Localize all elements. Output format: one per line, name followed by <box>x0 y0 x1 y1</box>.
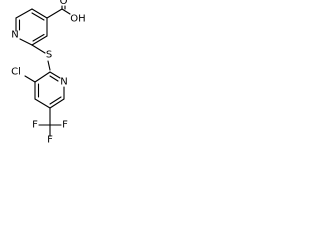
chemical-structure-diagram: O OH N S N Cl F F F <box>11 0 86 146</box>
bond-c2-sulfur <box>31 44 46 54</box>
bond-c2-c3 <box>31 35 48 46</box>
bond-c2prime-n1prime <box>49 71 61 79</box>
double-bond-c2-c3 <box>32 33 45 42</box>
double-bond-c6prime-c5prime <box>49 96 62 105</box>
carboxyl-hydroxyl-label: OH <box>70 14 85 25</box>
bond-c5-c6 <box>15 8 33 19</box>
lower-pyridine-ring: N <box>34 71 68 109</box>
chlorine-label: Cl <box>11 67 21 78</box>
bond-c3prime-c2prime <box>34 71 51 83</box>
fluorine-right-label: F <box>62 120 68 131</box>
upper-pyridine-ring <box>15 8 48 46</box>
bond-c3-carboxyl <box>46 8 63 19</box>
bond-n1-c2 <box>19 38 33 46</box>
bond-c6prime-c5prime <box>49 98 65 109</box>
thioether-linkage: S <box>31 44 52 71</box>
bond-sulfur-c2prime <box>47 60 51 71</box>
bond-c5prime-c4prime <box>34 98 51 109</box>
bond-carboxyl-hydroxyl <box>61 8 71 15</box>
upper-pyridine-nitrogen-label: N <box>11 30 18 41</box>
fluorine-bottom-label: F <box>47 135 53 146</box>
trifluoromethyl-group: F F F <box>32 107 68 146</box>
chloro-substituent: Cl <box>11 67 36 83</box>
sulfur-label: S <box>46 50 52 61</box>
carboxyl-oxygen-label: O <box>60 0 68 7</box>
carboxylic-acid-group: O OH <box>46 0 86 25</box>
double-bond-c2prime-n1prime <box>49 75 59 82</box>
double-bond-c4-c5 <box>31 12 45 21</box>
bond-c3prime-chlorine <box>24 75 36 83</box>
lower-pyridine-nitrogen-label: N <box>60 77 67 88</box>
bond-c4-c5 <box>31 8 48 19</box>
fluorine-left-label: F <box>32 120 38 131</box>
